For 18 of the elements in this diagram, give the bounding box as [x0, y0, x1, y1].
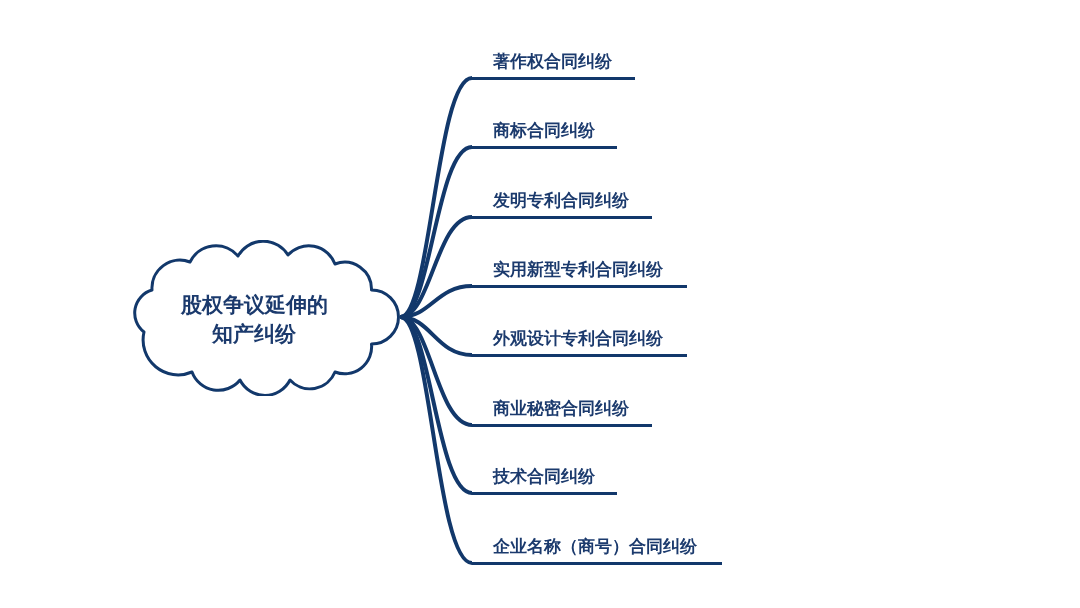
topic-label: 商标合同纠纷 — [493, 121, 596, 141]
topic-label: 外观设计专利合同纠纷 — [493, 329, 664, 349]
underlined-topic — [472, 260, 687, 288]
topic-label: 著作权合同纠纷 — [493, 52, 613, 72]
underlined-topic — [472, 467, 617, 495]
cloud-node — [130, 240, 400, 396]
underlined-topic — [472, 537, 722, 565]
topic-label: 技术合同纠纷 — [493, 467, 596, 487]
topic-label: 企业名称（商号）合同纠纷 — [493, 537, 698, 557]
underlined-topic — [472, 121, 617, 149]
underlined-topic — [472, 191, 652, 219]
underlined-topic — [472, 329, 687, 357]
underlined-topic — [472, 52, 635, 80]
topic-text: 股权争议延伸的知产纠纷 — [179, 292, 329, 347]
topic-label: 实用新型专利合同纠纷 — [493, 260, 664, 280]
topic-label: 发明专利合同纠纷 — [493, 191, 630, 211]
topic-label: 商业秘密合同纠纷 — [493, 399, 630, 419]
underlined-topic — [472, 399, 652, 427]
